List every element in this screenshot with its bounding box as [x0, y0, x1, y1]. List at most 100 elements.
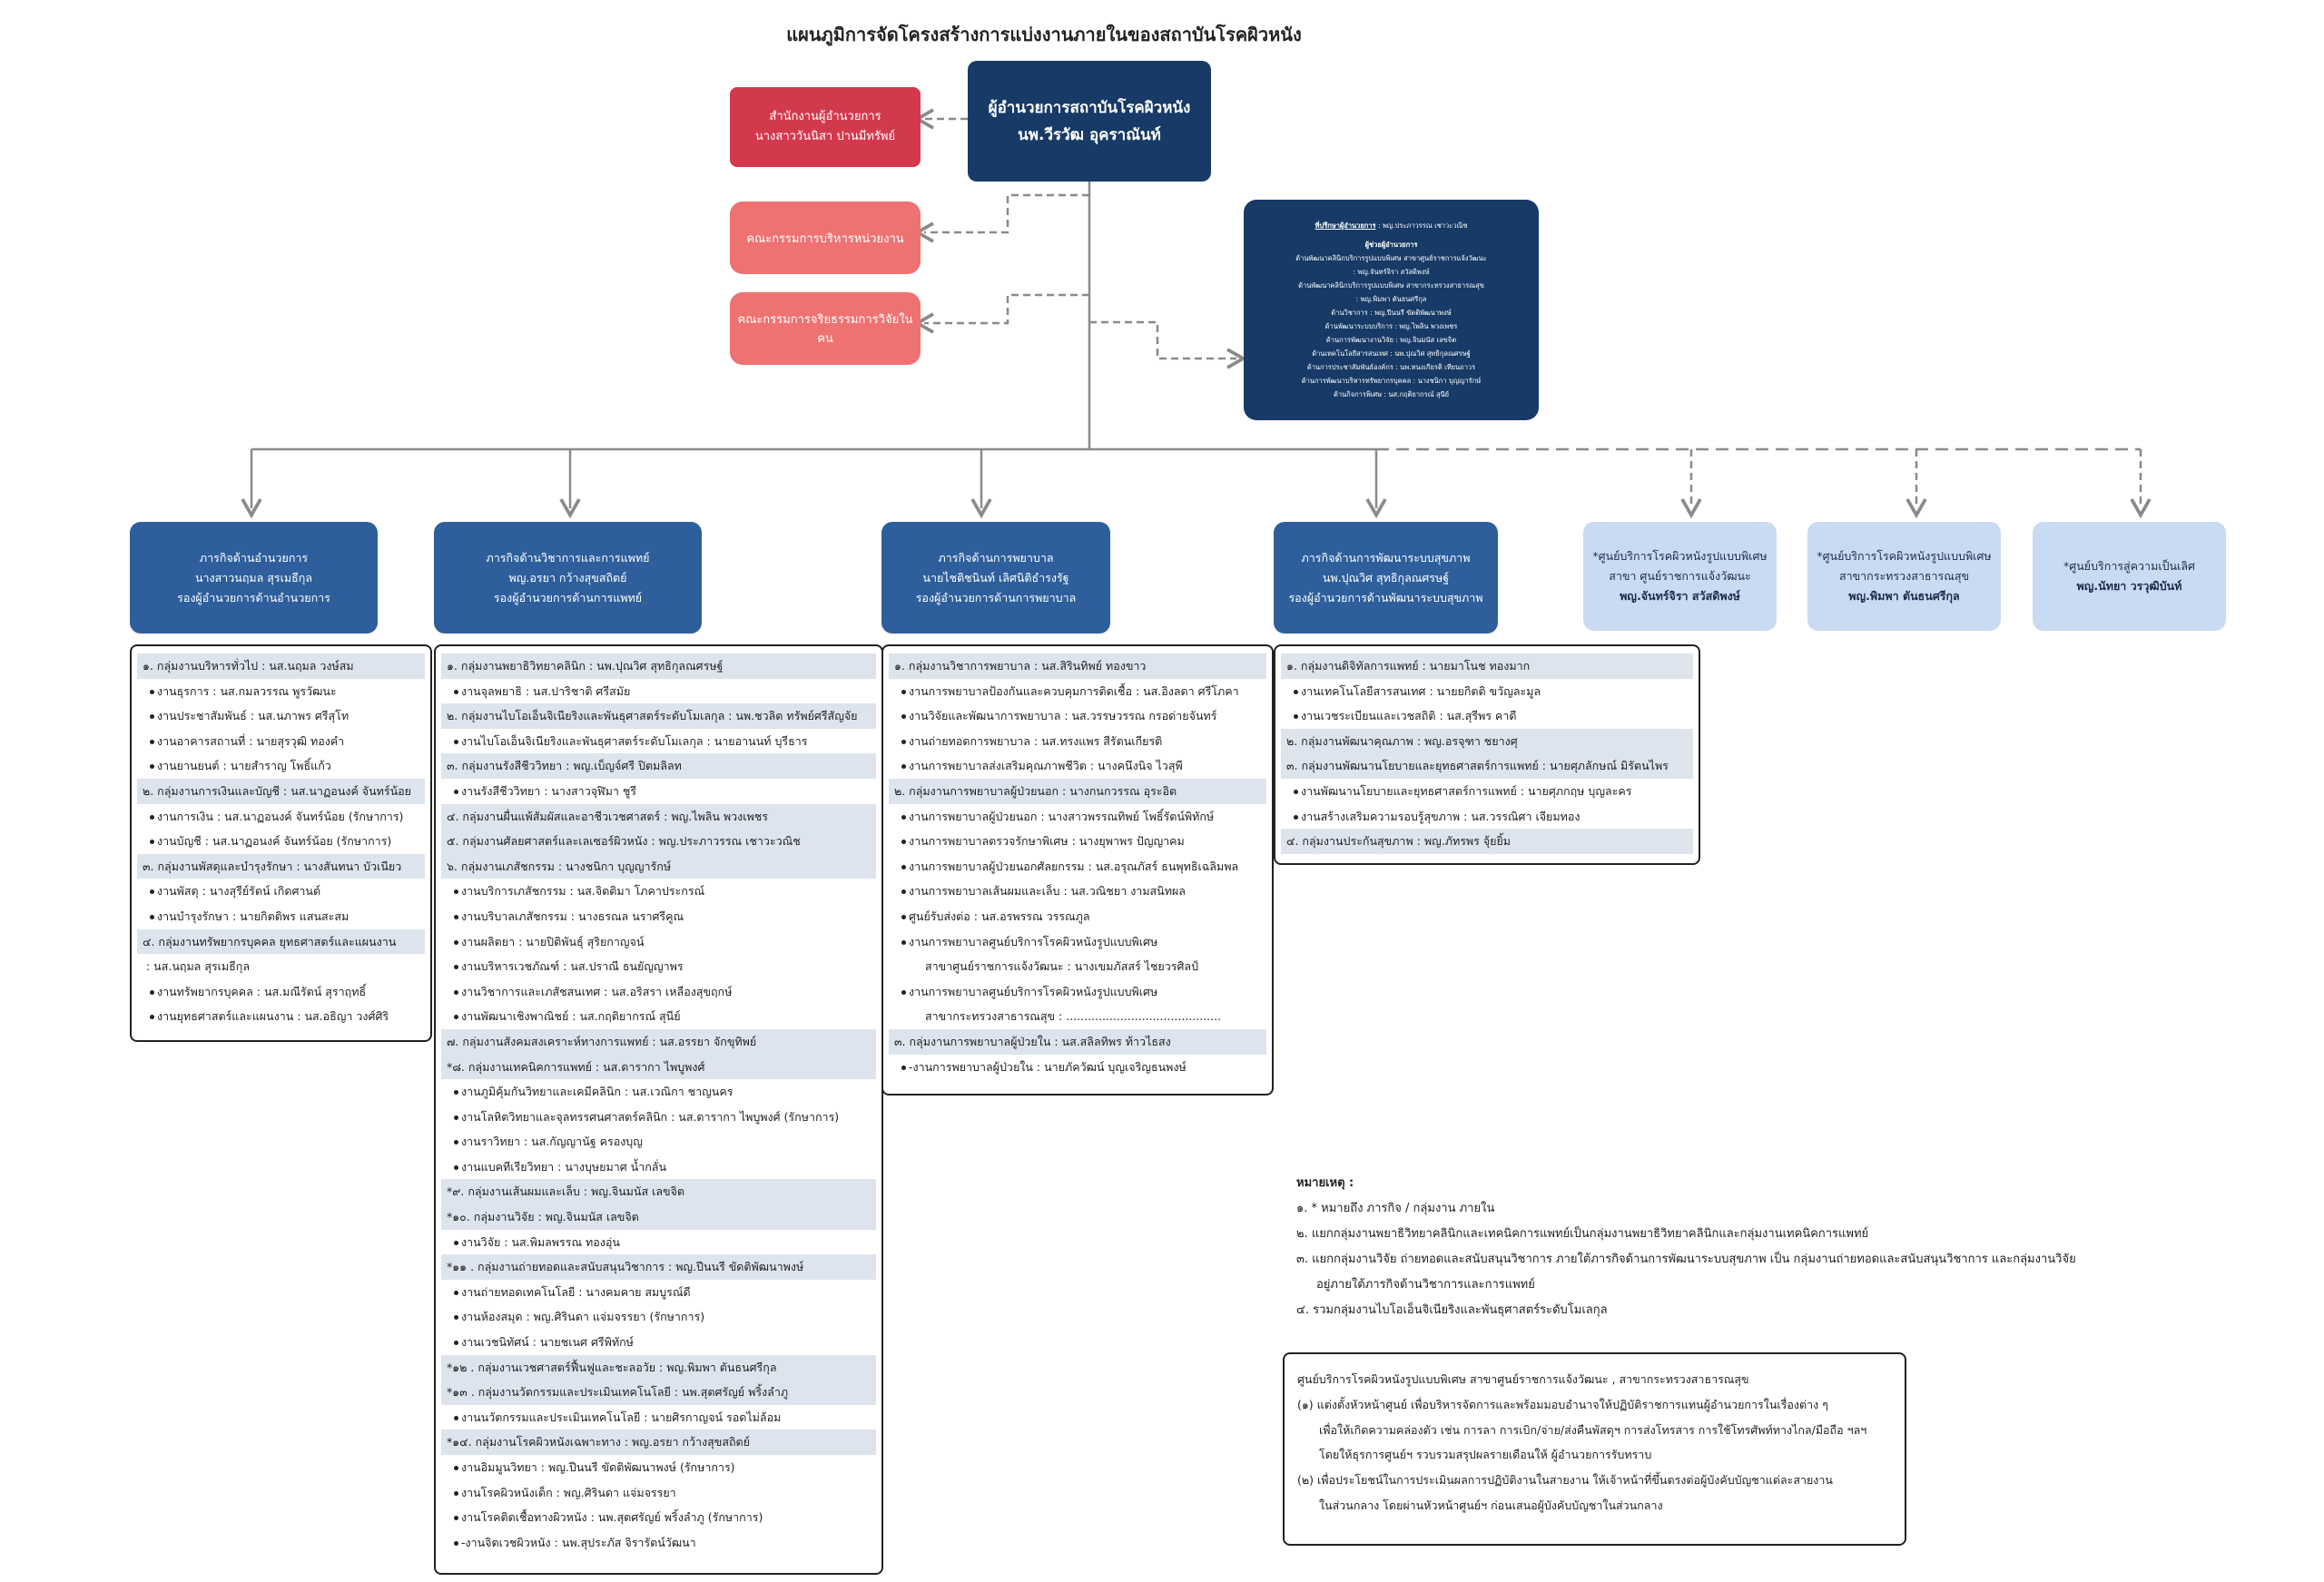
admin-groups-list: ๑. กลุ่มงานบริหารทั่วไป : นส.นฤมล วงษ์สม…: [130, 644, 432, 1042]
unit-row: งานการพยาบาลตรวจรักษาพิเศษ : นางยุพาพร ป…: [889, 829, 1266, 854]
unit-row: งานบริหารเวชภัณฑ์ : นส.ปราณี ธนยัญญาพร: [441, 954, 876, 979]
unit-row: -งานจิตเวชผิวหนัง : นพ.สุประภัส จิรารัตน…: [441, 1530, 876, 1556]
assistant-line: ด้านกิจการพิเศษ : นส.กฤติยากรณ์ สุนีย์: [1333, 390, 1450, 398]
mission-head: พญ.อรยา กว้างสุขสถิตย์: [508, 570, 627, 585]
assistant-line: ด้านพัฒนาระบบบริการ : พญ.ไพลิน พวงเพชร: [1324, 322, 1458, 330]
unit-row: งานเวชนิทัศน์ : นายชเนศ ศรีพิทักษ์: [441, 1330, 876, 1355]
office-title: สำนักงานผู้อำนวยการ: [769, 110, 881, 123]
unit-row: งานรังสีชีววิทยา : นางสาวจุฬิมา ชูรี: [441, 779, 876, 804]
assistant-line: ด้านพัฒนาคลินิกบริการรูปแบบพิเศษ สาขาศูน…: [1295, 254, 1487, 262]
mission-nursing-box: ภารกิจด้านการพยาบาล นายไชติชนินท์ เลิศนิ…: [881, 522, 1110, 634]
footnote-line: (๒) เพื่อประโยชน์ในการประเมินผลการปฏิบัต…: [1297, 1473, 1833, 1488]
notes-heading: หมายเหตุ :: [1296, 1176, 1354, 1190]
assistant-line: ด้านการพัฒนาบริหารทรัพยากรบุคคล : นางชนิ…: [1301, 377, 1482, 385]
mission-title: ภารกิจด้านอำนวยการ: [199, 550, 309, 565]
unit-row: งานสร้างเสริมความรอบรู้สุขภาพ : นส.วรรณิ…: [1281, 804, 1693, 830]
academic-groups-list: ๑. กลุ่มงานพยาธิวิทยาคลินิก : นพ.ปุณวิศ …: [434, 644, 883, 1575]
director-name: นพ.วีรวัฒ อุคราณันท์: [1018, 125, 1161, 144]
unit-row: งานโลหิตวิทยาและจุลทรรศนศาสตร์คลินิก : น…: [441, 1105, 876, 1130]
note-item: ๒. แยกกลุ่มงานพยาธิวิทยาคลินิกและเทคนิคก…: [1296, 1227, 1869, 1241]
group-row: *๑๑ . กลุ่มงานถ่ายทอดและสนับสนุนวิชาการ …: [441, 1254, 876, 1280]
group-row: ๓. กลุ่มงานพัฒนานโยบายและยุทธศาสตร์การแพ…: [1281, 753, 1693, 779]
mission-title: ภารกิจด้านการพัฒนาระบบสุขภาพ: [1301, 550, 1471, 565]
unit-row: งานยานยนต์ : นายสำราญ โพธิ์แก้ว: [137, 753, 425, 779]
continuation-row: สาขาศูนย์ราชการแจ้งวัฒนะ : นางเขมภัสสร์ …: [925, 959, 1199, 974]
unit-row: งานไบโอเอ็นจิเนียริงและพันธุศาสตร์ระดับโ…: [441, 729, 876, 754]
unit-row: งานโรคติดเชื้อทางผิวหนัง : นพ.สุตศรัญย์ …: [441, 1505, 876, 1530]
center-title: *ศูนย์บริการสู่ความเป็นเลิศ: [2063, 559, 2195, 573]
advisor-name: : พญ.ประภาวรรณ เชาวะวณิช: [1377, 221, 1468, 230]
footnote-line: (๑) แต่งตั้งหัวหน้าศูนย์ เพื่อบริหารจัดก…: [1297, 1397, 1828, 1411]
center-chaengwattana-box: *ศูนย์บริการโรคผิวหนังรูปแบบพิเศษ สาขา ศ…: [1583, 522, 1777, 631]
group-row: ๔. กลุ่มงานผื่นแพ้สัมผัสและอาชีวเวชศาสตร…: [441, 803, 876, 830]
unit-row: งานถ่ายทอดเทคโนโลยี : นางคมคาย สมบูรณ์ดี: [441, 1280, 876, 1305]
mission-role: รองผู้อำนวยการด้านการแพทย์: [493, 590, 643, 604]
unit-row: งานเวชระเบียนและเวชสถิติ : นส.สุรีพร คาด…: [1281, 703, 1693, 729]
unit-row: งานการพยาบาลศูนย์บริการโรคผิวหนังรูปแบบพ…: [889, 929, 1266, 955]
mission-head: นายไชติชนินท์ เลิศนิติธำรงรัฐ: [922, 570, 1069, 585]
note-item: อยู่ภายใต้ภารกิจด้านวิชาการและการแพทย์: [1316, 1278, 1535, 1292]
assistant-line: ด้านการพัฒนางานวิจัย : พญ.จินมนัส เลขจิต: [1325, 336, 1457, 344]
chart-title: แผนภูมิการจัดโครงสร้างการแบ่งงานภายในของ…: [786, 24, 1302, 45]
unit-row: งานการพยาบาลศูนย์บริการโรคผิวหนังรูปแบบพ…: [889, 979, 1266, 1005]
assistant-line: : พญ.พิมพา ตันธนศรีกุล: [1355, 295, 1427, 303]
unit-row: งานบำรุงรักษา : นายกิตติพร แสนสะสม: [137, 904, 425, 929]
group-row: *๑๓ . กลุ่มงานวัตกรรมและประเมินเทคโนโลยี…: [441, 1380, 876, 1405]
mission-admin-box: ภารกิจด้านอำนวยการ นางสาวนฤมล สุรเมธีกุล…: [130, 522, 378, 634]
group-row: *๑๐. กลุ่มงานวิจัย : พญ.จินมนัส เลขจิต: [441, 1204, 876, 1230]
mission-head: นพ.ปุณวิศ สุทธิกุลณศรษฐ์: [1322, 570, 1450, 585]
footnote-line: โดยให้ธุรการศูนย์ฯ รวบรวมสรุปผลรายเดือนใ…: [1319, 1448, 1652, 1462]
group-row: ๑. กลุ่มงานดิจิทัลการแพทย์ : นายมาโนช ทอ…: [1281, 653, 1693, 679]
center-moph-box: *ศูนย์บริการโรคผิวหนังรูปแบบพิเศษ สาขากร…: [1807, 522, 2001, 631]
assistant-line: ด้านวิชาการ : พญ.ปีนนรี ขัดติพัฒนาพงษ์: [1331, 309, 1452, 317]
group-row: ๒. กลุ่มงานการเงินและบัญชี : นส.นาฏอนงค์…: [137, 778, 425, 804]
unit-row: งานผลิตยา : นายปิติพันธุ์ สุริยกาญจน์: [441, 929, 876, 955]
center-head: พญ.จันทร์จิรา สวัสดิพงษ์: [1620, 589, 1740, 603]
mission-title: ภารกิจด้านวิชาการและการแพทย์: [486, 550, 650, 565]
unit-row: งานวิจัย : นส.พิมลพรรณ ทองอุ่น: [441, 1230, 876, 1255]
committee-label: คณะกรรมการบริหารหน่วยงาน: [746, 231, 904, 246]
unit-row: งานอิมมูนวิทยา : พญ.ปีนนรี ขัดติพัฒนาพงษ…: [441, 1455, 876, 1480]
unit-row: ศูนย์รับส่งต่อ : นส.อรพรรณ วรรณภูล: [889, 904, 1266, 929]
group-row: ๔. กลุ่มงานทรัพยากรบุคคล ยุทธศาสตร์และแผ…: [137, 929, 425, 955]
unit-row: งานนวัตกรรมและประเมินเทคโนโลยี : นายศิรก…: [441, 1405, 876, 1430]
center-title: *ศูนย์บริการโรคผิวหนังรูปแบบพิเศษ: [1592, 549, 1768, 563]
group-row: ๓. กลุ่มงานการพยาบาลผู้ป่วยใน : นส.สลิลท…: [889, 1028, 1266, 1055]
group-row: ๓. กลุ่มงานรังสีชีววิทยา : พญ.เบ็ญจ์ศรี …: [441, 753, 876, 779]
unit-row: งานการเงิน : นส.นาฏอนงค์ จันทร์น้อย (รัก…: [137, 804, 425, 830]
advisor-box: ที่ปรึกษาผู้อำนวยการ : พญ.ประภาวรรณ เชาว…: [1244, 200, 1539, 420]
unit-row: งานการพยาบาลเส้นผมและเล็บ : นส.วณิชยา งา…: [889, 879, 1266, 904]
note-item: ๔. รวมกลุ่มงานไบโอเอ็นจิเนียริงและพันธุศ…: [1296, 1303, 1608, 1317]
footnote-line: เพื่อให้เกิดความคล่องตัว เช่น การลา การเ…: [1319, 1422, 1867, 1437]
center-excellence-box: *ศูนย์บริการสู่ความเป็นเลิศ พญ.นัทยา วรว…: [2033, 522, 2226, 631]
advisor-heading: ที่ปรึกษาผู้อำนวยการ: [1315, 221, 1376, 230]
unit-row: งานพัฒนาเชิงพาณิชย์ : นส.กฤติยากรณ์ สุนี…: [441, 1004, 876, 1029]
director-box: ผู้อำนวยการสถาบันโรคผิวหนัง นพ.วีรวัฒ อุ…: [968, 61, 1211, 182]
continuation-row: : นส.นฤมล สุรเมธีกุล: [146, 959, 251, 974]
unit-row: งานวิจัยและพัฒนาการพยาบาล : นส.วรรษวรรณ …: [889, 703, 1266, 729]
unit-row: งานโรคผิวหนังเด็ก : พญ.ศิรินดา แจ่มจรรยา: [441, 1480, 876, 1506]
committee-label: คณะกรรมการจริยธรรมการวิจัยในคน: [737, 313, 913, 346]
group-row: ๒. กลุ่มงานไบโอเอ็นจิเนียริงและพันธุศาสต…: [441, 703, 876, 729]
mission-role: รองผู้อำนวยการด้านพัฒนาระบบสุขภาพ: [1288, 590, 1483, 604]
group-row: *๑๒ . กลุ่มงานเวชศาสตร์ฟื้นฟูและชะลอวัย …: [441, 1354, 876, 1381]
unit-row: งานการพยาบาลผู้ป่วยนอก : นางสาวพรรณทิพย์…: [889, 804, 1266, 830]
unit-row: งานบริบาลเภสัชกรรม : นางธรณล นราศรีคูณ: [441, 904, 876, 929]
unit-row: งานวิชาการและเภสัชสนเทศ : นส.อริสรา เหลื…: [441, 979, 876, 1005]
footnote-line: ศูนย์บริการโรคผิวหนังรูปแบบพิเศษ สาขาศูน…: [1297, 1372, 1749, 1386]
unit-row: -งานการพยาบาลผู้ป่วยใน : นายภัควัฒน์ บุญ…: [889, 1055, 1266, 1080]
unit-row: งานพัสดุ : นางสุรีย์รัตน์ เกิดศานต์: [137, 879, 425, 904]
group-row: ๓. กลุ่มงานพัสดุและบำรุงรักษา : นางสันทน…: [137, 853, 425, 879]
mission-title: ภารกิจด้านการพยาบาล: [938, 550, 1054, 565]
unit-row: งานประชาสัมพันธ์ : นส.นภาพร ศรีสุโท: [137, 703, 425, 729]
unit-row: งานธุรการ : นส.กมลวรรณ พูรวัฒนะ: [137, 679, 425, 704]
mission-academic-box: ภารกิจด้านวิชาการและการแพทย์ พญ.อรยา กว้…: [434, 522, 702, 634]
committee-ethics-box: คณะกรรมการจริยธรรมการวิจัยในคน: [730, 292, 921, 365]
unit-row: งานการพยาบาลส่งเสริมคุณภาพชีวิต : นางคนึ…: [889, 753, 1266, 779]
group-row: ๗. กลุ่มงานสังคมสงเคราะห์ทางการแพทย์ : น…: [441, 1028, 876, 1055]
unit-row: งานพัฒนานโยบายและยุทธศาสตร์การแพทย์ : นา…: [1281, 779, 1693, 804]
group-row: ๑. กลุ่มงานวิชาการพยาบาล : นส.สิรินทิพย์…: [889, 653, 1266, 679]
note-item: ๑. * หมายถึง ภารกิจ / กลุ่มงาน ภายใน: [1296, 1202, 1495, 1215]
director-title: ผู้อำนวยการสถาบันโรคผิวหนัง: [988, 98, 1191, 117]
